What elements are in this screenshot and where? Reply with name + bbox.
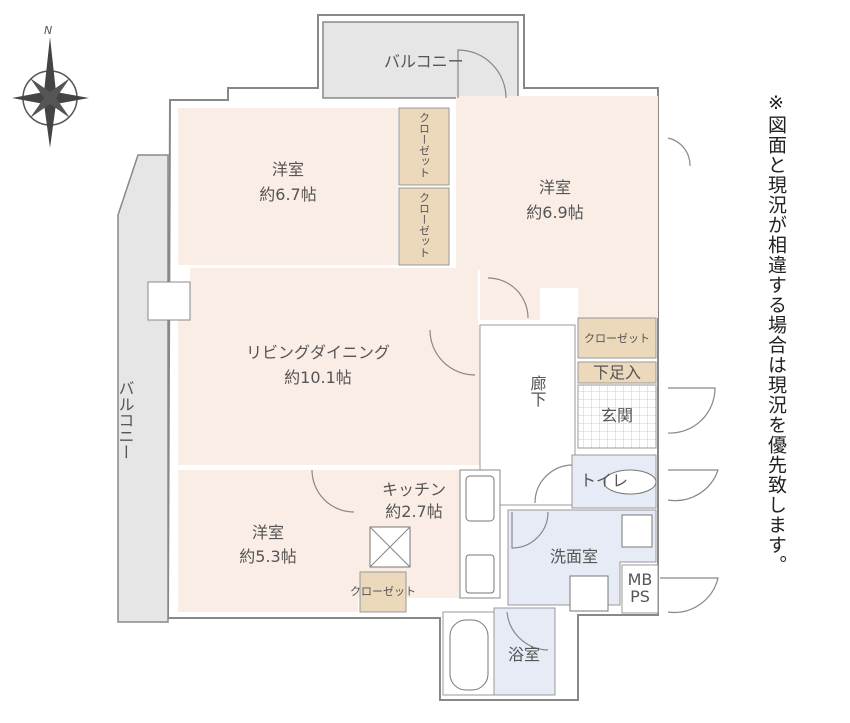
closet-3-label: クローゼット: [350, 585, 416, 598]
ps-label: PS: [630, 587, 650, 606]
bedroom-1-name: 洋室: [272, 160, 304, 179]
entrance-label: 玄関: [601, 406, 633, 425]
bath-label: 浴室: [508, 645, 540, 664]
bedroom-3: [178, 470, 358, 612]
bedroom-1-size: 約6.7帖: [259, 185, 316, 204]
living-name: リビングダイニング: [246, 343, 390, 362]
hall-label: 廊下: [528, 375, 547, 407]
sink-icon: [465, 475, 495, 522]
closet-3: [359, 571, 407, 613]
balcony-top-label: バルコニー: [384, 52, 464, 71]
bedroom-2-size: 約6.9帖: [526, 203, 583, 222]
bedroom-3-name: 洋室: [252, 523, 284, 542]
shoe-closet: [577, 361, 657, 384]
disclaimer-note: ※図面と現況が相違する場合は現況を優先致します。: [765, 92, 787, 575]
closet-2-label: クローゼット: [418, 192, 431, 258]
entrance: [577, 384, 657, 449]
kitchen-name: キッチン: [382, 480, 446, 499]
living-dining: [178, 268, 502, 465]
mb-label: MB: [628, 570, 653, 589]
bedroom-2-name: 洋室: [539, 178, 571, 197]
kitchen-size: 約2.7帖: [385, 502, 442, 521]
bedroom-1: [178, 108, 398, 265]
bathroom: [493, 607, 556, 696]
washer-icon: [569, 575, 609, 612]
bathtub-icon: [449, 619, 489, 691]
basin-icon: [621, 514, 653, 548]
toilet-icon: [603, 469, 657, 495]
balcony-left: [117, 154, 169, 623]
toilet-label: トイレ: [580, 471, 628, 490]
balcony-top: [322, 21, 519, 99]
bedroom-3-size: 約5.3帖: [239, 547, 296, 566]
mb-ps: [621, 564, 659, 614]
shoe-closet-label: 下足入: [593, 363, 641, 382]
living-size: 約10.1帖: [284, 368, 352, 387]
stove-icon: [465, 554, 495, 594]
closet-1-label: クローゼット: [418, 112, 431, 178]
closet-2: [398, 187, 450, 266]
closet-4-label: クローゼット: [584, 332, 650, 345]
north-label: N: [44, 24, 52, 37]
closet-1: [398, 107, 450, 186]
balcony-left-label: バルコニー: [116, 380, 135, 460]
bedroom-2: [456, 96, 658, 320]
washroom-label: 洗面室: [550, 547, 598, 566]
closet-4: [577, 317, 657, 359]
compass-icon: N: [12, 24, 89, 148]
washroom: [507, 509, 657, 606]
